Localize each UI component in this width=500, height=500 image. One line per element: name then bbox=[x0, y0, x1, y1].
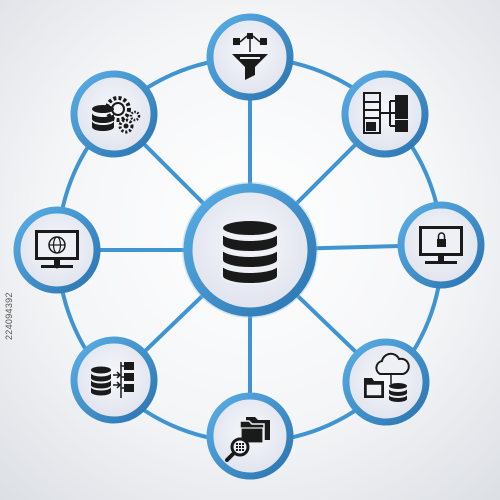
data-funnel-filter-icon bbox=[232, 33, 268, 80]
database-transfer-icon bbox=[91, 362, 134, 398]
node-database-settings bbox=[70, 70, 158, 158]
server-hierarchy-icon bbox=[363, 92, 408, 134]
node-data-filter bbox=[206, 13, 294, 101]
lock-monitor-icon bbox=[419, 226, 463, 264]
node-web-network bbox=[13, 206, 101, 294]
node-cloud-storage bbox=[342, 338, 430, 426]
cloud-folder-database-icon bbox=[364, 352, 410, 402]
node-file-search bbox=[206, 392, 294, 480]
database-gear-icon bbox=[92, 96, 141, 134]
node-secure-monitor bbox=[397, 201, 485, 289]
database-hub bbox=[182, 182, 318, 318]
folder-search-icon bbox=[225, 417, 270, 462]
globe-monitor-icon bbox=[35, 230, 79, 269]
database-icon bbox=[221, 219, 279, 285]
node-data-transfer bbox=[70, 336, 158, 424]
stock-id-watermark: 224094392 bbox=[4, 292, 14, 340]
node-server-hierarchy bbox=[341, 70, 429, 158]
